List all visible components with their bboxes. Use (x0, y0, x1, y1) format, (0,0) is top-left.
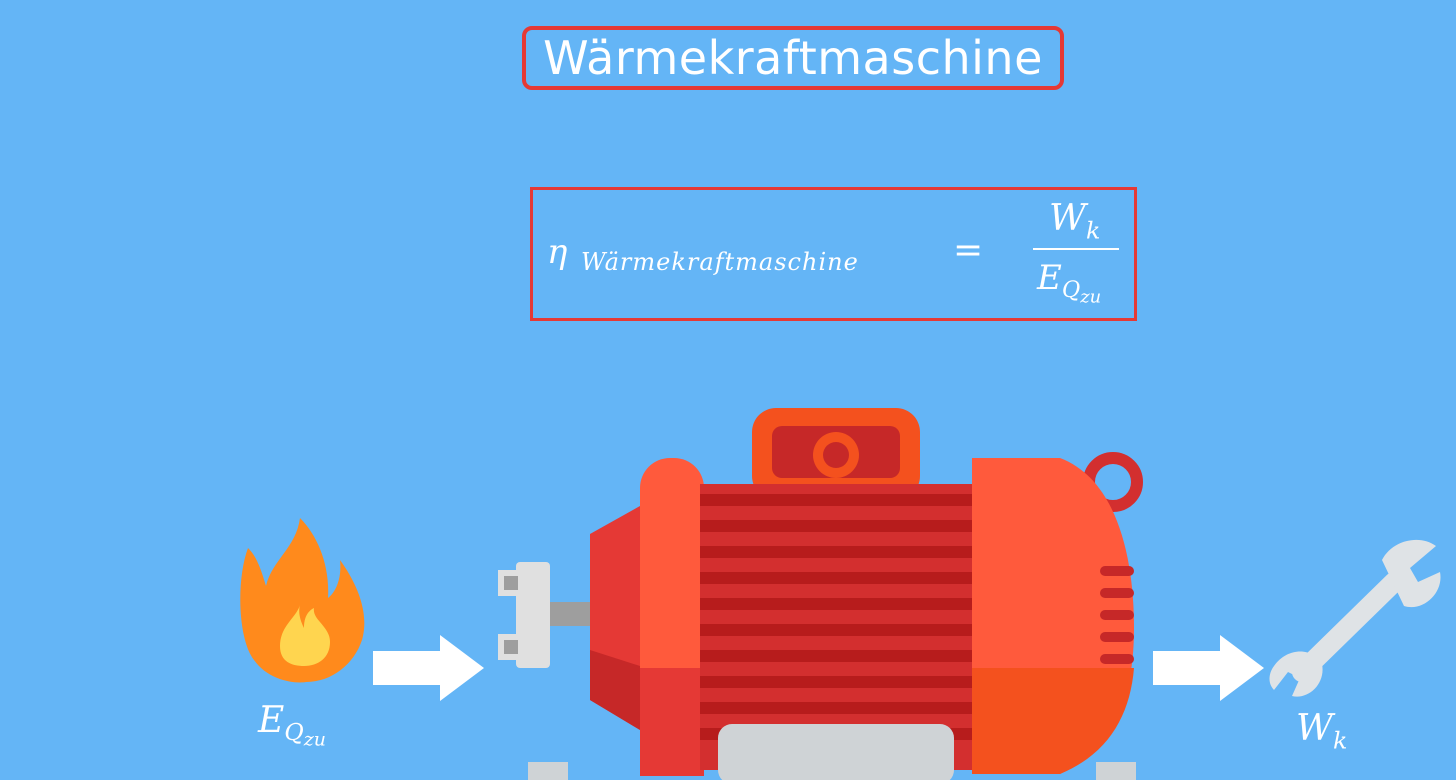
efficiency-formula: η Wärmekraftmaschine = Wk EQzu (530, 187, 1137, 321)
arrow-right-icon (1153, 635, 1264, 701)
fraction-bar (1033, 248, 1119, 250)
formula-eta-subscript: Wärmekraftmaschine (581, 248, 859, 276)
formula-equals: = (953, 230, 984, 271)
output-work-label: Wk (1296, 708, 1348, 755)
formula-numerator: Wk (1049, 198, 1101, 245)
formula-denominator: EQzu (1037, 258, 1102, 308)
wrench-icon (1269, 539, 1441, 697)
flame-icon (240, 518, 365, 683)
electric-motor-icon (498, 408, 1143, 780)
input-energy-label: EQzu (258, 700, 327, 751)
formula-eta: η (547, 232, 568, 272)
title-box: Wärmekraftmaschine (522, 26, 1064, 90)
arrow-right-icon (373, 635, 484, 701)
page-title: Wärmekraftmaschine (543, 31, 1043, 85)
